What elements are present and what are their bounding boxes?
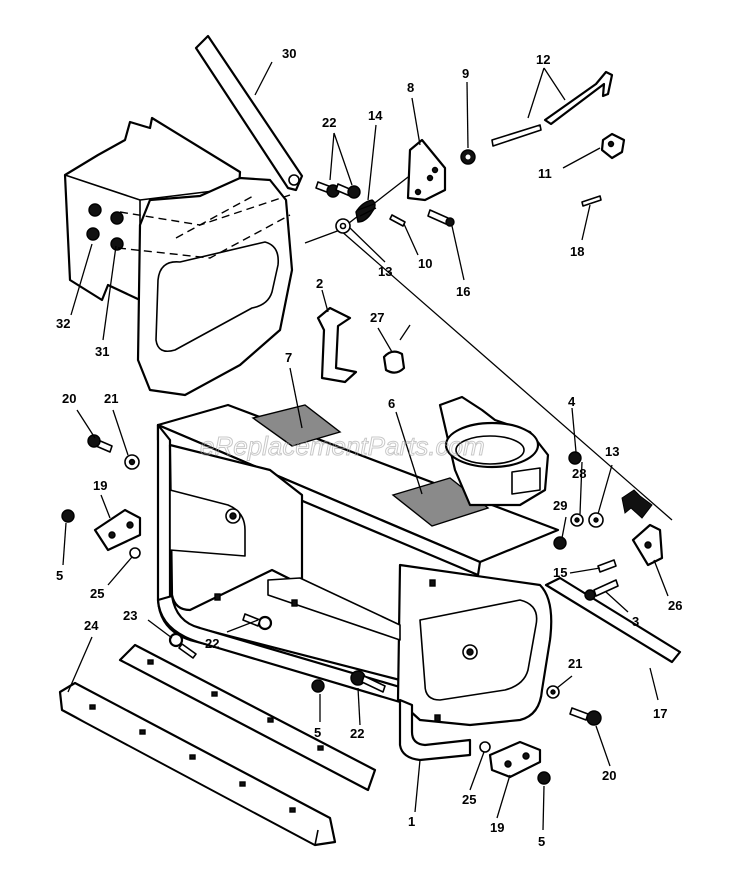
callout-19-left: 19 — [93, 478, 107, 493]
bolt-20-right — [569, 707, 602, 726]
callout-14: 14 — [368, 108, 383, 123]
nut-5-left — [61, 509, 75, 523]
shoe-19-right — [488, 740, 542, 779]
clip-11 — [600, 132, 626, 160]
callout-22-left: 22 — [205, 636, 219, 651]
callout-28: 28 — [572, 466, 586, 481]
pin-10 — [389, 214, 406, 227]
callout-2: 2 — [316, 276, 323, 291]
callout-5-right: 5 — [538, 834, 545, 849]
callout-22-upper: 22 — [322, 115, 336, 130]
callout-6: 6 — [388, 396, 395, 411]
callout-3: 3 — [632, 614, 639, 629]
bracket-26 — [631, 523, 664, 567]
washer-13-right — [588, 512, 604, 528]
shoe-19-left — [93, 508, 142, 552]
rod-12 — [491, 70, 614, 147]
callout-23: 23 — [123, 608, 137, 623]
callout-10: 10 — [418, 256, 432, 271]
callout-11: 11 — [538, 166, 552, 181]
callout-17: 17 — [653, 706, 667, 721]
callout-20-left: 20 — [62, 391, 76, 406]
bolt-3 — [584, 579, 619, 601]
callout-5-left: 5 — [56, 568, 63, 583]
cotter-pin-18 — [581, 195, 602, 207]
callout-27: 27 — [370, 310, 384, 325]
callout-30: 30 — [282, 46, 296, 61]
callout-22-center: 22 — [350, 726, 364, 741]
discharge-chute — [438, 395, 550, 507]
callout-7: 7 — [285, 350, 292, 365]
callout-1: 1 — [408, 814, 415, 829]
callout-29: 29 — [553, 498, 567, 513]
bracket-2 — [316, 306, 358, 384]
callout-21-left: 21 — [104, 391, 118, 406]
bolt-16 — [427, 209, 455, 227]
nut-29 — [553, 536, 567, 550]
callout-32: 32 — [56, 316, 70, 331]
callout-31: 31 — [95, 344, 109, 359]
callout-9: 9 — [462, 66, 469, 81]
washer-21-right — [546, 685, 560, 699]
callout-13-right: 13 — [605, 444, 619, 459]
spring-14 — [355, 199, 377, 223]
callout-13-upper: 13 — [378, 264, 392, 279]
nut-5-right — [537, 771, 551, 785]
lift-arm — [194, 34, 304, 192]
arrow-indicator — [621, 489, 653, 519]
washer-28 — [570, 513, 584, 527]
bolt-22-upper-b — [335, 183, 361, 199]
bolt-22-left — [242, 613, 273, 631]
nut-4 — [568, 451, 582, 465]
washer-25-left — [129, 547, 141, 559]
nut-27 — [382, 350, 406, 374]
callout-labels: 30 22 14 8 9 12 11 18 10 13 16 32 31 2 2… — [56, 46, 682, 849]
nut-9 — [460, 149, 476, 165]
callout-19-right: 19 — [490, 820, 504, 835]
callout-26: 26 — [668, 598, 682, 613]
callout-20-right: 20 — [602, 768, 616, 783]
watermark: eReplacementParts.com — [200, 431, 485, 461]
callout-5-center: 5 — [314, 725, 321, 740]
nut-5-center — [311, 679, 325, 693]
blower-housing — [156, 395, 560, 762]
washer-21-left — [124, 454, 140, 470]
callout-4: 4 — [568, 394, 576, 409]
bolt-22-center — [350, 670, 386, 693]
skid-plate — [58, 681, 337, 847]
bolt-20-left — [87, 434, 113, 453]
scraper-blade — [544, 576, 682, 664]
callout-18: 18 — [570, 244, 584, 259]
callout-25-right: 25 — [462, 792, 476, 807]
callout-16: 16 — [456, 284, 470, 299]
callout-8: 8 — [407, 80, 414, 95]
alignment-lines — [117, 159, 673, 521]
callout-25-left: 25 — [90, 586, 104, 601]
washer-25-right — [479, 741, 491, 753]
bolt-15 — [597, 559, 617, 573]
carriage-bolt-23 — [168, 632, 197, 659]
bracket-8 — [406, 138, 447, 202]
callout-12: 12 — [536, 52, 550, 67]
side-plate — [136, 176, 294, 397]
wear-strip — [118, 643, 377, 792]
callout-24: 24 — [84, 618, 99, 633]
callout-21-right: 21 — [568, 656, 582, 671]
leader-lines — [62, 61, 669, 831]
callout-15: 15 — [553, 565, 567, 580]
washer-13-upper — [335, 218, 351, 234]
